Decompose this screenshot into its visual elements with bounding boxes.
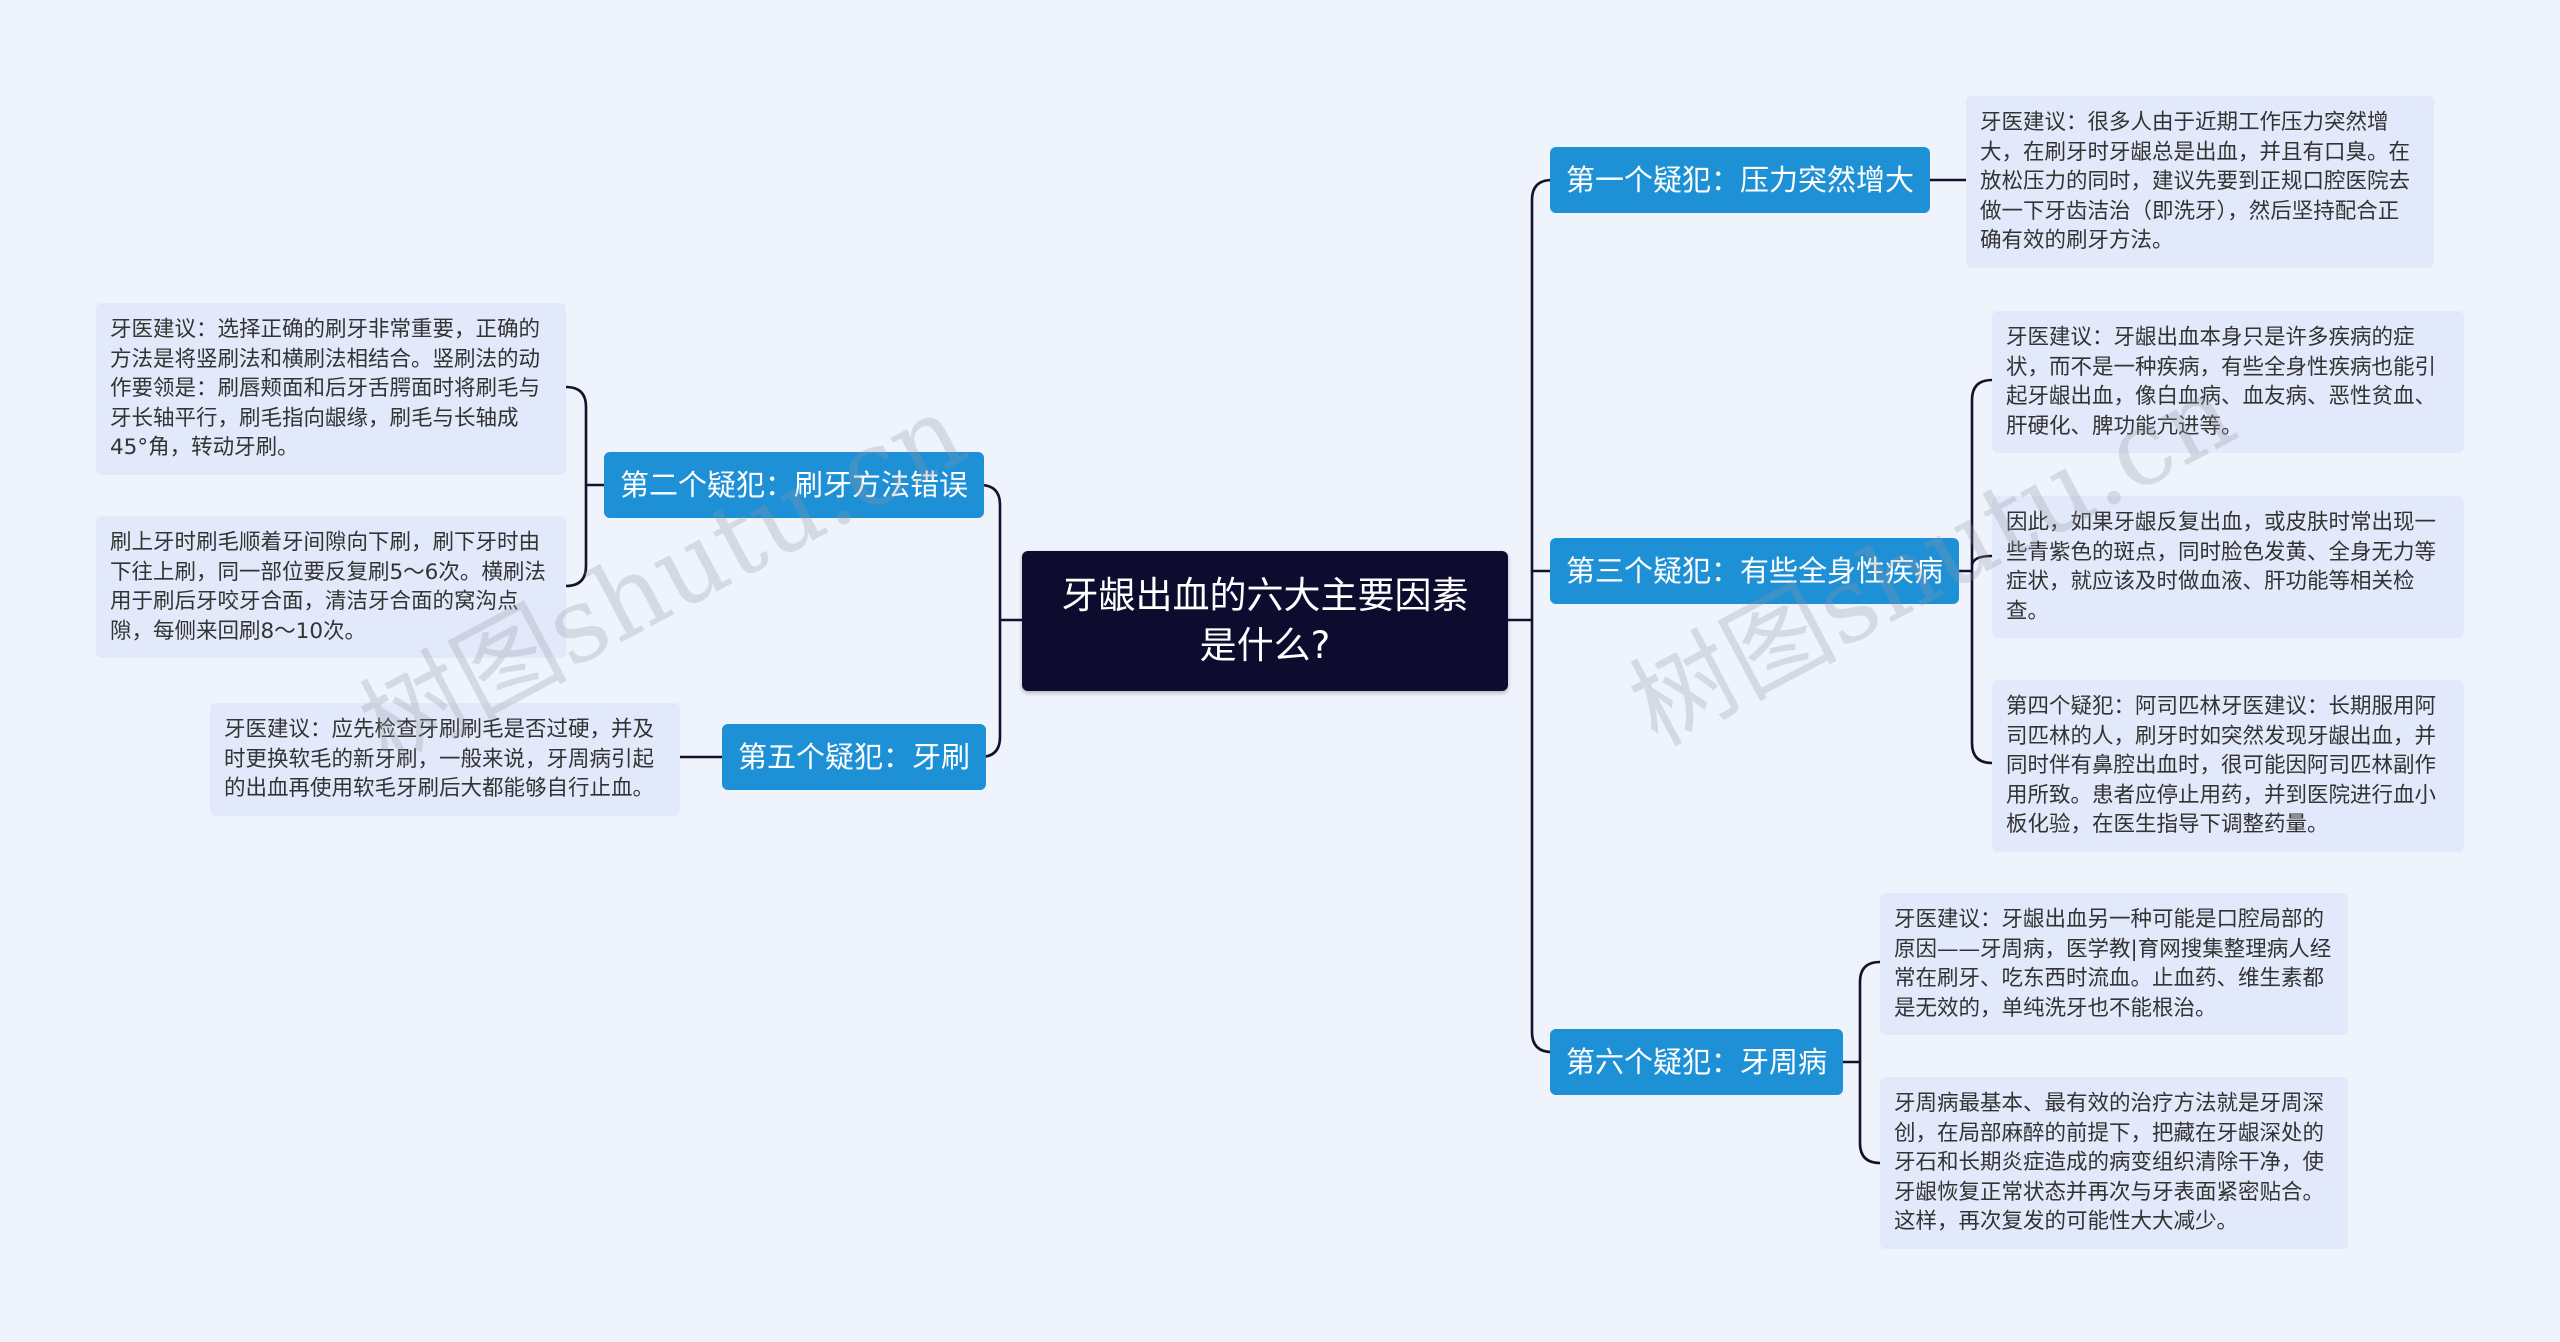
note-b3-2[interactable]: 因此，如果牙龈反复出血，或皮肤时常出现一些青紫色的斑点，同时脸色发黄、全身无力等… xyxy=(1992,496,2464,638)
note-b6-1[interactable]: 牙医建议：牙龈出血另一种可能是口腔局部的原因——牙周病，医学教|育网搜集整理病人… xyxy=(1880,893,2348,1035)
note-b6-2[interactable]: 牙周病最基本、最有效的治疗方法就是牙周深创，在局部麻醉的前提下，把藏在牙龈深处的… xyxy=(1880,1077,2348,1249)
branch-suspect-5[interactable]: 第五个疑犯：牙刷 xyxy=(722,724,987,790)
note-b2-2[interactable]: 刷上牙时刷毛顺着牙间隙向下刷，刷下牙时由下往上刷，同一部位要反复刷5～6次。横刷… xyxy=(96,516,566,658)
note-b3-3[interactable]: 第四个疑犯：阿司匹林牙医建议：长期服用阿司匹林的人，刷牙时如突然发现牙龈出血，并… xyxy=(1992,680,2464,852)
branch-suspect-6[interactable]: 第六个疑犯：牙周病 xyxy=(1550,1029,1844,1095)
branch-suspect-3[interactable]: 第三个疑犯：有些全身性疾病 xyxy=(1550,538,1960,604)
connector-b2-notes xyxy=(564,385,606,588)
note-b5-1[interactable]: 牙医建议：应先检查牙刷刷毛是否过硬，并及时更换软毛的新牙刷，一般来说，牙周病引起… xyxy=(210,703,680,816)
branch-suspect-2[interactable]: 第二个疑犯：刷牙方法错误 xyxy=(604,452,985,518)
note-b1-1[interactable]: 牙医建议：很多人由于近期工作压力突然增大，在刷牙时牙龈总是出血，并且有口臭。在放… xyxy=(1966,96,2434,268)
note-b2-1[interactable]: 牙医建议：选择正确的刷牙非常重要，正确的方法是将竖刷法和横刷法相结合。竖刷法的动… xyxy=(96,303,566,475)
connector-b6-notes xyxy=(1838,960,1882,1165)
connector-root-left xyxy=(978,483,1024,759)
connector-b3-notes xyxy=(1950,378,1994,765)
note-b3-1[interactable]: 牙医建议：牙龈出血本身只是许多疾病的症状，而不是一种疾病，有些全身性疾病也能引起… xyxy=(1992,311,2464,453)
central-topic[interactable]: 牙龈出血的六大主要因素是什么? xyxy=(1022,551,1508,691)
branch-suspect-1[interactable]: 第一个疑犯：压力突然增大 xyxy=(1550,147,1931,213)
connector-root-right xyxy=(1506,178,1554,1054)
